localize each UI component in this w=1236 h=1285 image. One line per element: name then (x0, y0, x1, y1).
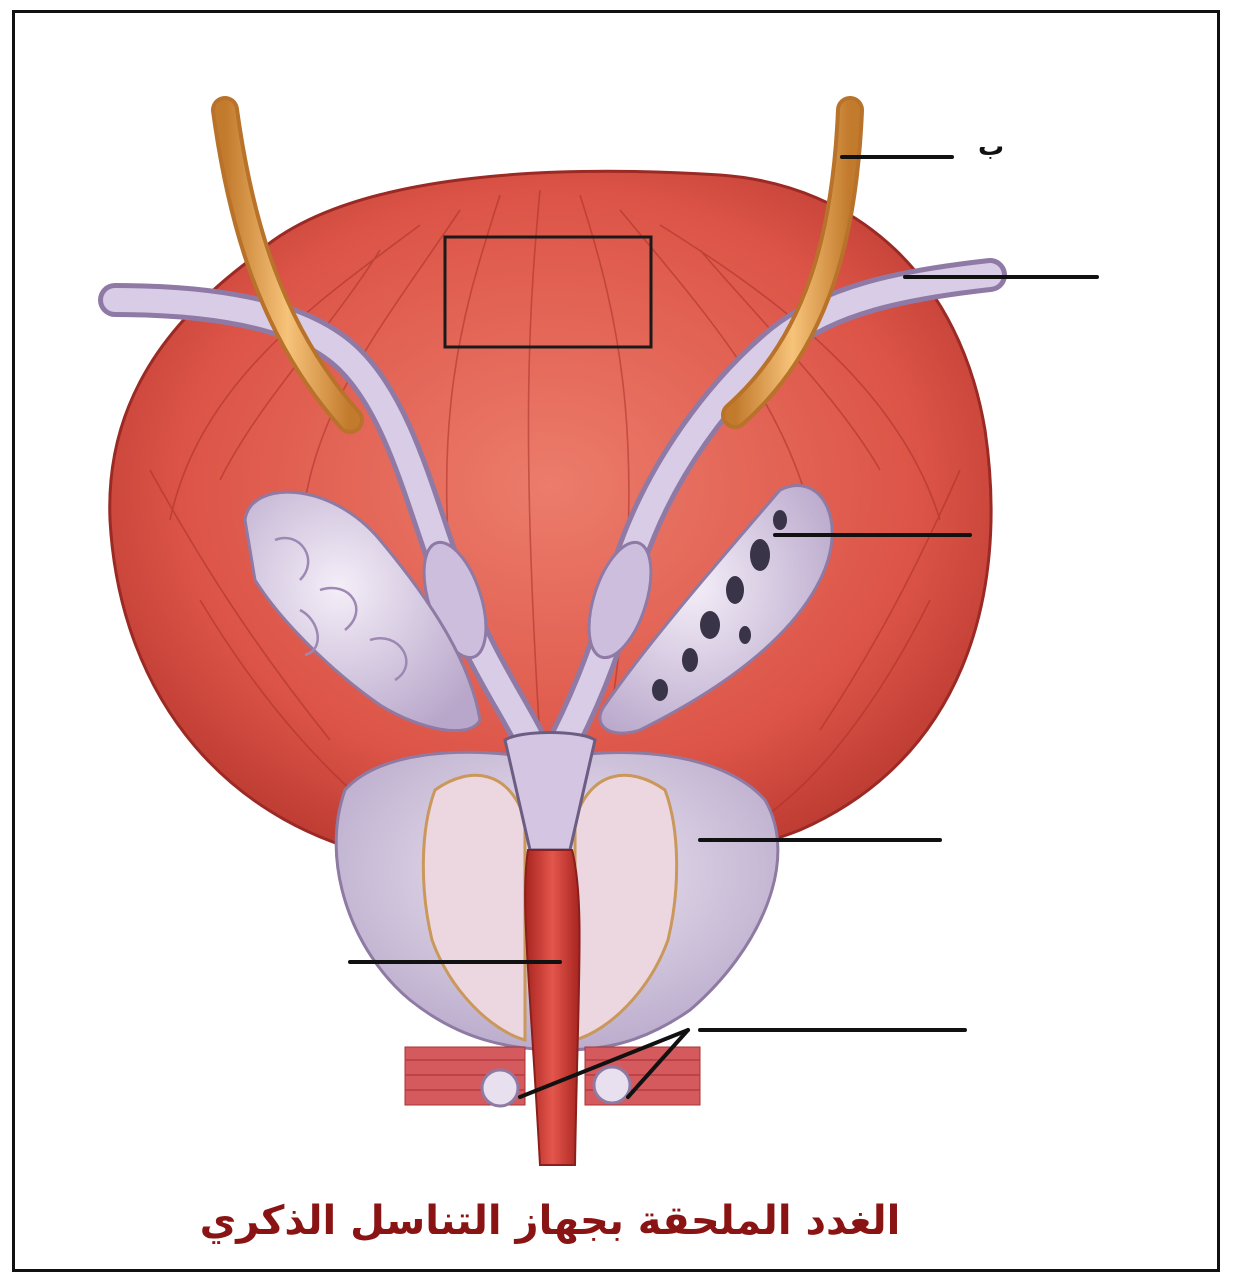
figure-caption: الغدد الملحقة بجهاز التناسل الذكري (0, 1198, 1100, 1244)
urethra (525, 850, 579, 1165)
label-b: ب (978, 132, 1004, 162)
